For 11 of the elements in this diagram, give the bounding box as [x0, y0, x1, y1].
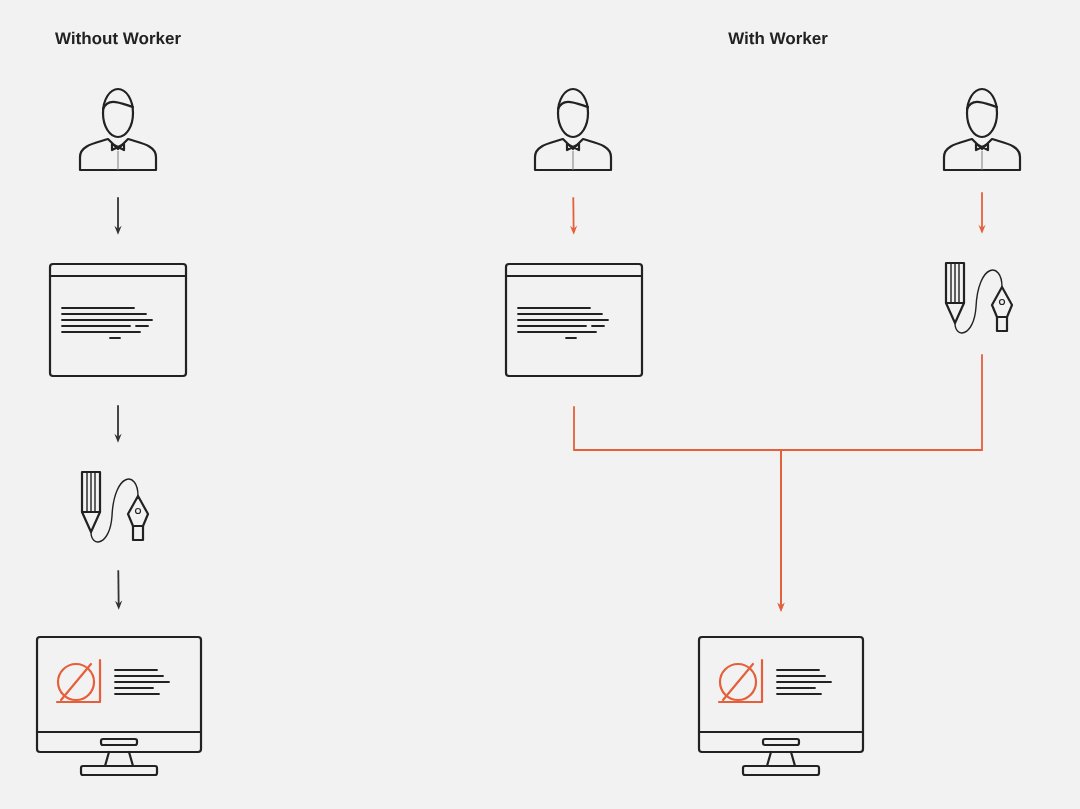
window-icon [504, 262, 644, 378]
monitor-icon [35, 635, 203, 777]
person-icon [78, 87, 158, 172]
heading: With Worker [728, 31, 828, 45]
window-icon [48, 262, 188, 378]
pen-tool-icon [80, 470, 150, 543]
pen-tool-icon [944, 261, 1014, 334]
monitor-icon [697, 635, 865, 777]
person-icon [942, 87, 1022, 172]
person-icon [533, 87, 613, 172]
heading: Without Worker [55, 31, 181, 45]
